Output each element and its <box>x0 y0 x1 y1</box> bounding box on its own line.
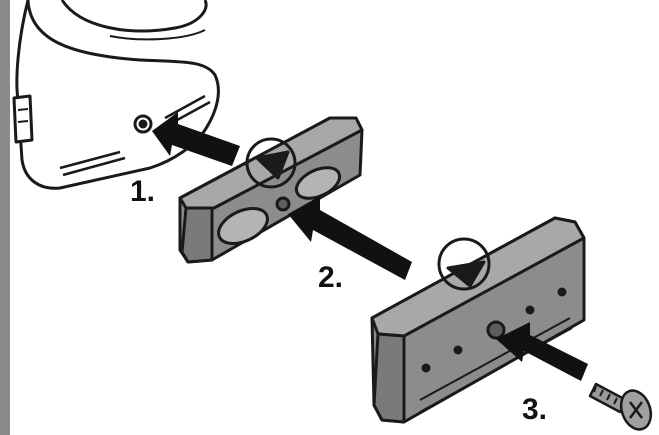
insert-arrow-icon-3 <box>496 322 588 381</box>
mounting-block <box>370 216 586 424</box>
left-border-bar <box>0 0 10 435</box>
camera-body <box>12 0 220 190</box>
adapter-plate <box>178 116 364 264</box>
screw-icon <box>588 382 653 431</box>
step-label-2: 2. <box>318 261 343 294</box>
insert-arrow-icon-1 <box>152 112 240 166</box>
insert-arrow-icon-2 <box>288 196 412 280</box>
alignment-circle-2 <box>437 237 491 291</box>
step-label-1: 1. <box>130 175 155 208</box>
step-label-3: 3. <box>522 393 547 426</box>
alignment-circle-1 <box>245 137 297 189</box>
